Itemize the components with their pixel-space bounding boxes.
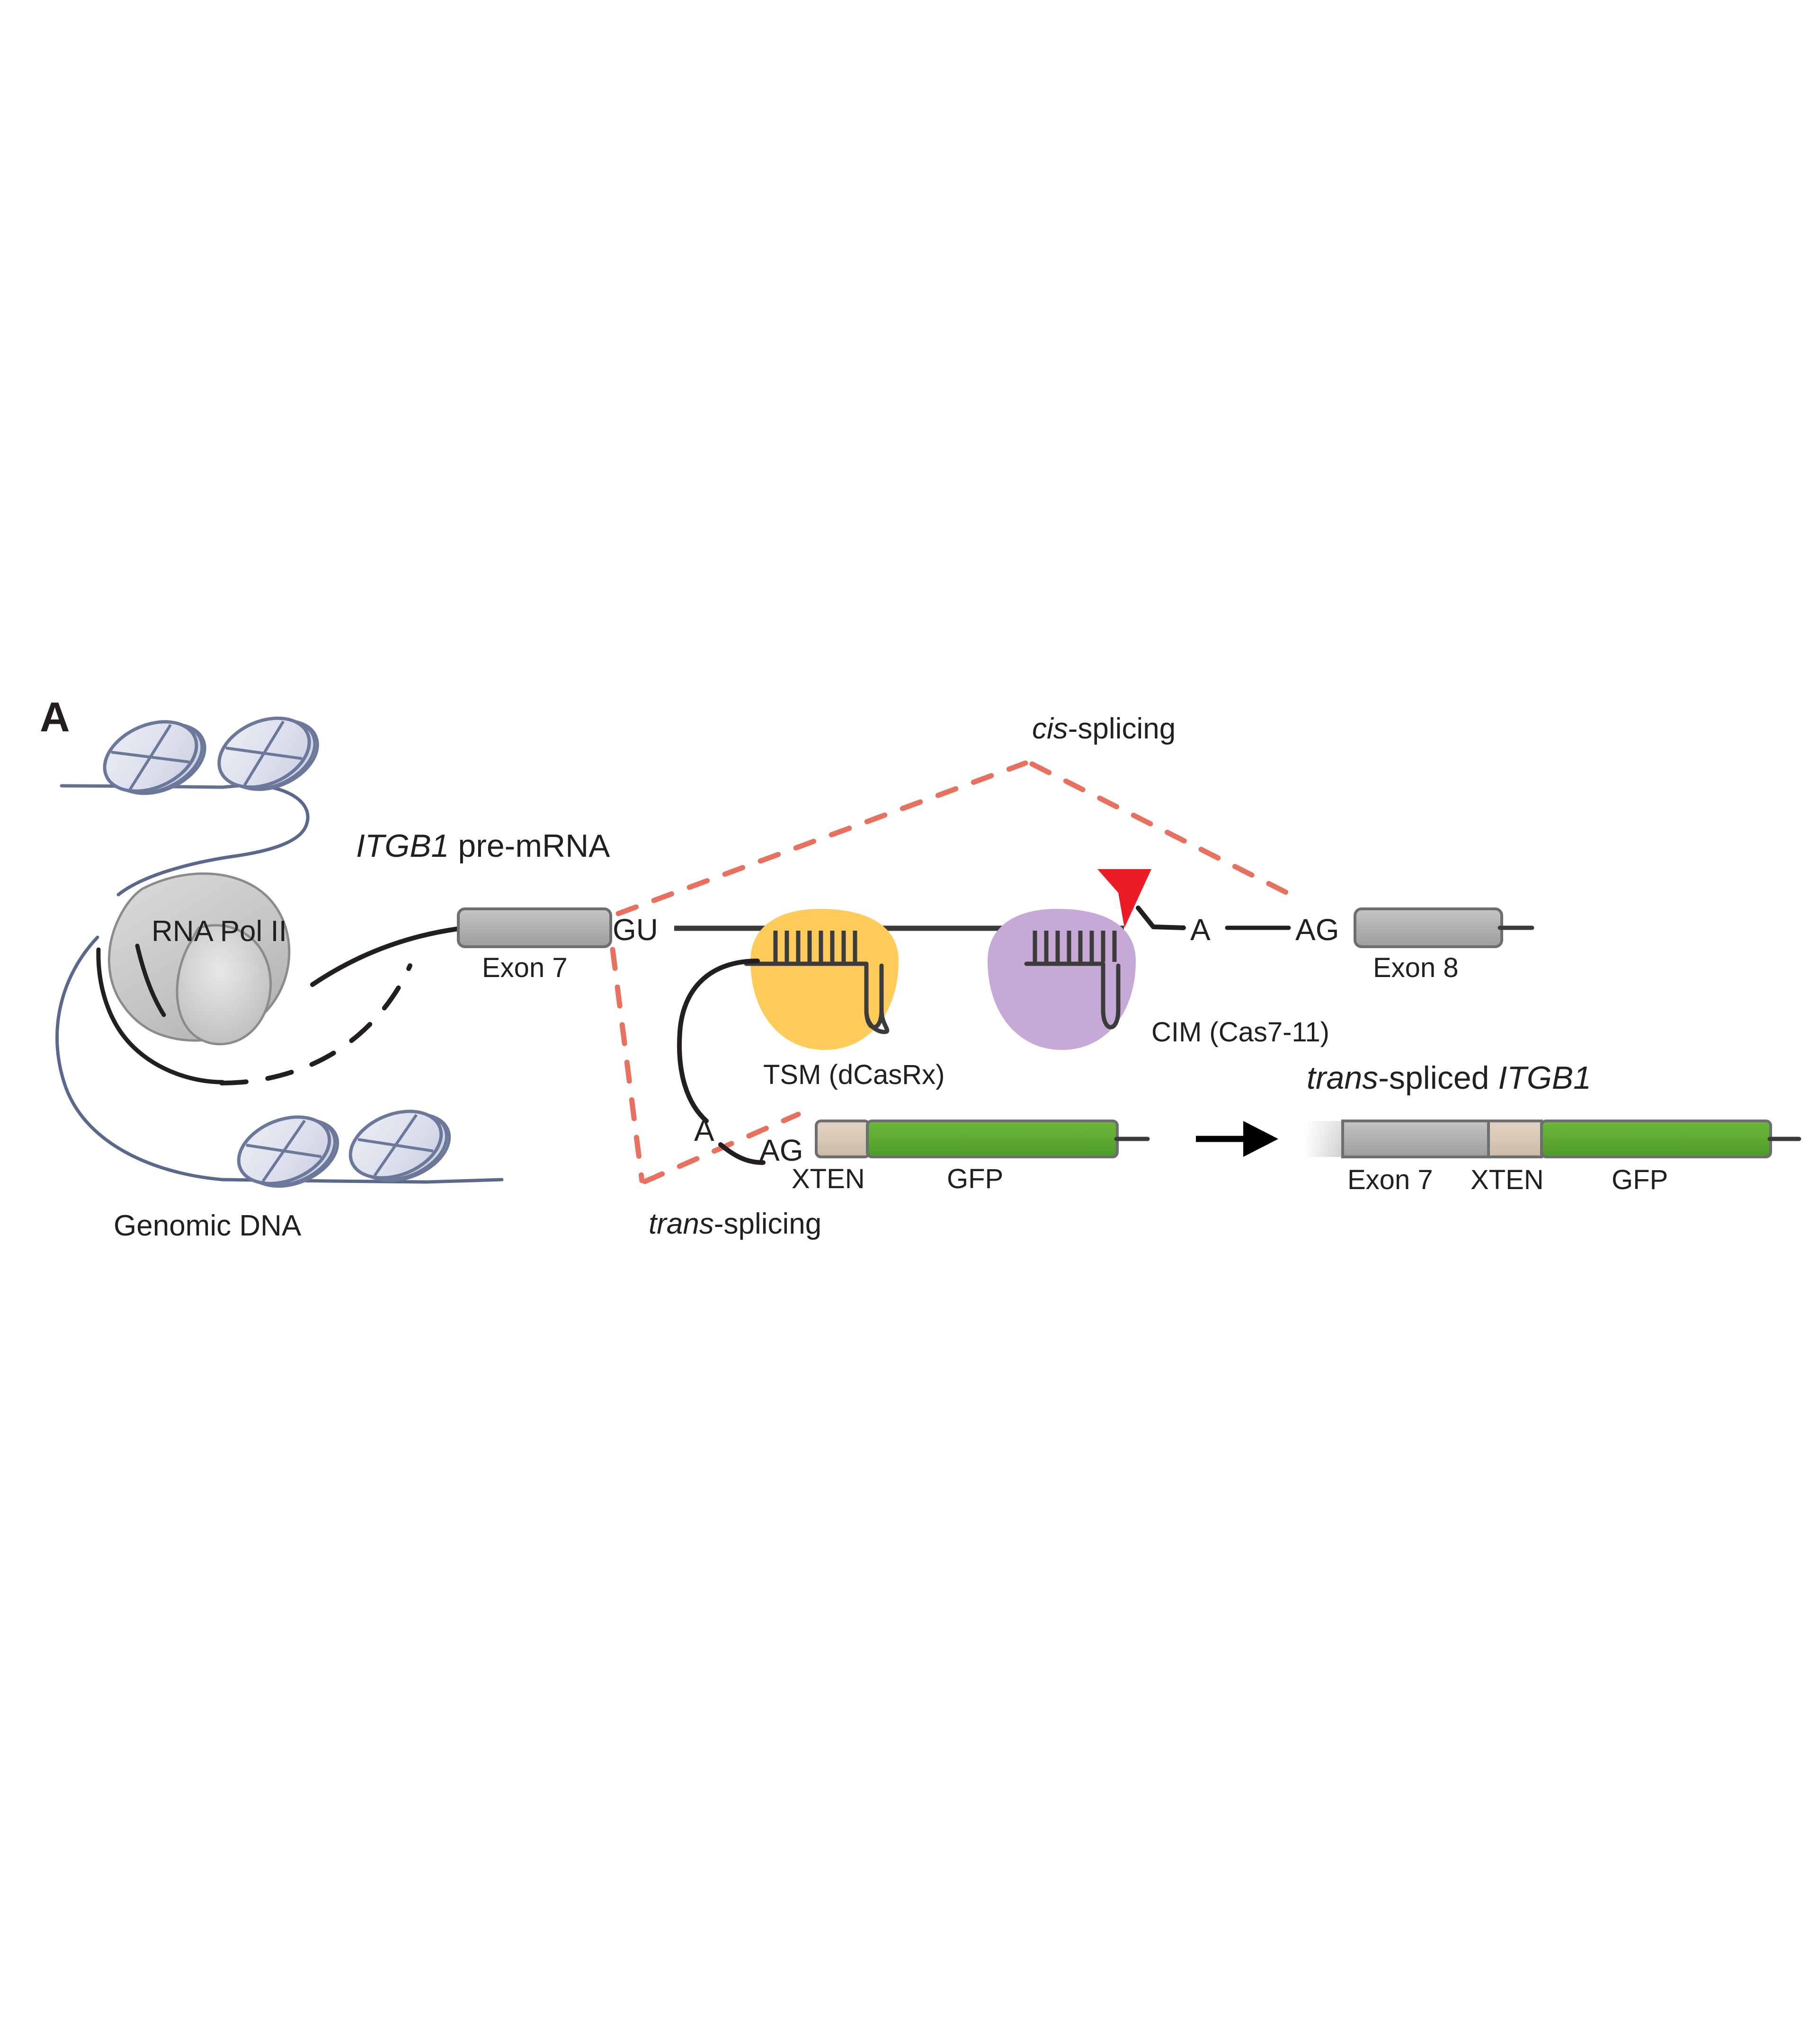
branch-point-a: A — [1190, 913, 1211, 947]
tsm-label: TSM (dCasRx) — [763, 1059, 945, 1090]
nucleosome-icon — [237, 1115, 339, 1188]
trans-molecule-a-to-ag — [718, 1142, 766, 1165]
donor-site-gu: GU — [613, 913, 658, 947]
cim-effector-group: CIM (Cas7-11) — [988, 909, 1329, 1050]
genomic-dna-group: Genomic DNA — [55, 716, 504, 1242]
trans-molecule-xten-label: XTEN — [792, 1164, 865, 1194]
acceptor-site-ag: AG — [1295, 913, 1339, 947]
cim-hairpin-loop — [1101, 1008, 1121, 1030]
exon7-box-group: Exon 7 — [457, 907, 612, 983]
trans-splicing-molecule-group: A AG XTEN GFP — [677, 959, 1150, 1194]
product-title-mid: -spliced — [1378, 1060, 1498, 1096]
tsm-effector-group: TSM (dCasRx) — [744, 909, 945, 1090]
panel-label: A — [40, 693, 70, 740]
cis-splicing-dashed-left — [615, 760, 1028, 916]
branchpoint-hook — [1136, 906, 1186, 930]
trans-molecule-gfp-label: GFP — [947, 1164, 1003, 1194]
premrna-title-gene: ITGB1 — [356, 828, 449, 864]
product-exon7-label: Exon 7 — [1347, 1164, 1433, 1195]
cis-splicing-label-rest: -splicing — [1068, 712, 1176, 745]
nascent-rna-strand-inner — [135, 943, 166, 1017]
premrna-leader-line — [310, 926, 461, 987]
nucleosome-icon — [348, 1110, 451, 1182]
exon7-label: Exon 7 — [482, 952, 568, 983]
cis-splicing-guide: cis-splicing — [615, 712, 1303, 916]
exon8-box — [1354, 907, 1503, 948]
trans-molecule-bar: XTEN GFP — [792, 1120, 1150, 1194]
exon8-box-group: Exon 8 — [1354, 907, 1534, 983]
product-title: trans-spliced ITGB1 — [1307, 1060, 1591, 1096]
trans-molecule-lariat-arc — [677, 959, 760, 1123]
cut-site-arrowhead-icon — [1097, 869, 1151, 928]
trans-splicing-label-italic: trans — [649, 1208, 714, 1240]
exon7-box — [457, 907, 612, 948]
trans-splicing-label: trans-splicing — [649, 1208, 821, 1240]
product-gfp-label: GFP — [1612, 1164, 1668, 1195]
dna-strand-upper-right — [116, 783, 310, 897]
product-faded-mask — [1304, 1118, 1346, 1161]
product-xten-box — [1487, 1120, 1543, 1158]
cis-splicing-label: cis-splicing — [1032, 712, 1176, 745]
genomic-dna-label: Genomic DNA — [114, 1209, 302, 1242]
trans-splicing-label-rest: -splicing — [714, 1208, 821, 1240]
dna-strand-lower — [55, 935, 504, 1184]
cis-splicing-dashed-right — [1029, 761, 1303, 902]
premrna-title-rest: pre-mRNA — [449, 828, 611, 864]
product-group: trans-spliced ITGB1 Exon 7 XTEN GFP — [1304, 1060, 1801, 1195]
trans-molecule-branch-a: A — [694, 1113, 714, 1147]
product-title-gene: ITGB1 — [1498, 1060, 1591, 1096]
product-title-trans: trans — [1307, 1060, 1378, 1096]
premrna-title: ITGB1 pre-mRNA — [356, 828, 610, 864]
nascent-transcript-dashed — [219, 963, 412, 1085]
cim-label: CIM (Cas7-11) — [1151, 1017, 1329, 1048]
exon8-label: Exon 8 — [1373, 952, 1459, 983]
product-gfp-box — [1540, 1120, 1772, 1158]
nascent-rna-strand — [96, 947, 225, 1084]
trans-splicing-dashed-down — [610, 947, 645, 1183]
cis-splicing-label-italic: cis — [1032, 712, 1068, 745]
cim-base-pair-ticks — [1033, 931, 1117, 962]
product-arrow-icon — [1196, 1121, 1278, 1157]
tsm-hairpin-loop — [864, 1008, 884, 1030]
product-exon7-box — [1341, 1120, 1490, 1158]
product-xten-label: XTEN — [1470, 1164, 1544, 1195]
rna-pol-ii-label: RNA Pol II — [152, 915, 287, 948]
rna-pol-ii-group: RNA Pol II — [96, 872, 291, 1084]
trans-molecule-acceptor-ag: AG — [759, 1133, 803, 1167]
rna-pol-ii-inner-lobe — [176, 924, 272, 1046]
trans-molecule-gfp-box — [866, 1120, 1119, 1158]
cim-guide-rna-hairpin — [1024, 961, 1121, 1013]
trans-molecule-xten-box — [815, 1120, 871, 1158]
nucleosome-icon — [217, 716, 319, 791]
cim-blob-shape — [988, 909, 1136, 1050]
nucleosome-icon — [103, 720, 206, 795]
tsm-base-pair-ticks — [773, 931, 857, 962]
